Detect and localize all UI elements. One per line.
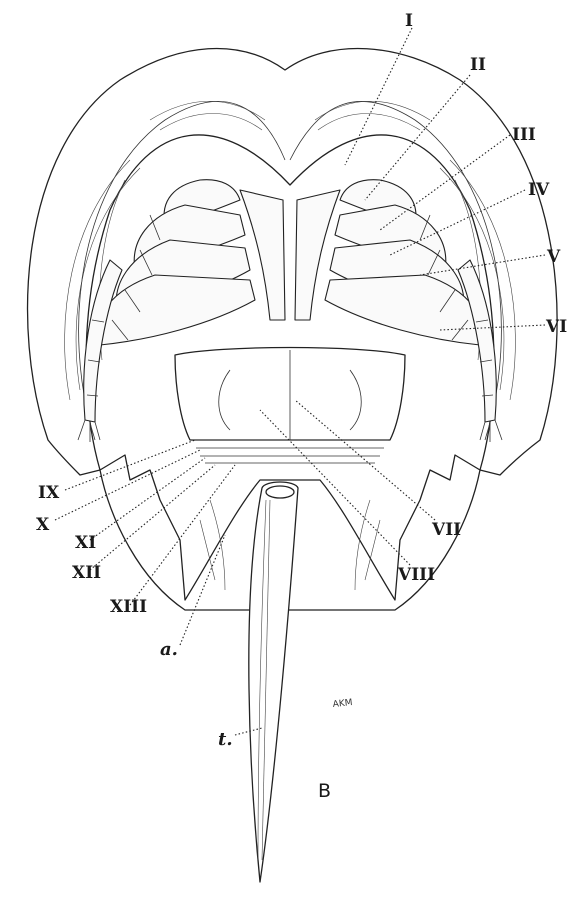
artist-signature: AKM (332, 698, 353, 710)
operculum (175, 348, 405, 464)
label-XIII: XIII (110, 597, 147, 617)
label-VIII: VIII (397, 565, 435, 585)
label-t: t. (218, 729, 233, 750)
figure-letter: B (318, 780, 331, 802)
label-III: III (512, 125, 536, 145)
label-VI: VI (545, 317, 567, 337)
label-X: X (36, 515, 50, 535)
label-IX: IX (38, 483, 60, 503)
label-IV: IV (528, 180, 550, 200)
label-VII: VII (431, 520, 461, 540)
telson (249, 482, 298, 882)
label-XI: XI (75, 533, 96, 553)
label-I: I (405, 11, 413, 31)
label-XII: XII (72, 563, 101, 583)
label-II: II (470, 55, 486, 75)
label-V: V (546, 247, 561, 267)
label-a: a. (160, 639, 178, 660)
